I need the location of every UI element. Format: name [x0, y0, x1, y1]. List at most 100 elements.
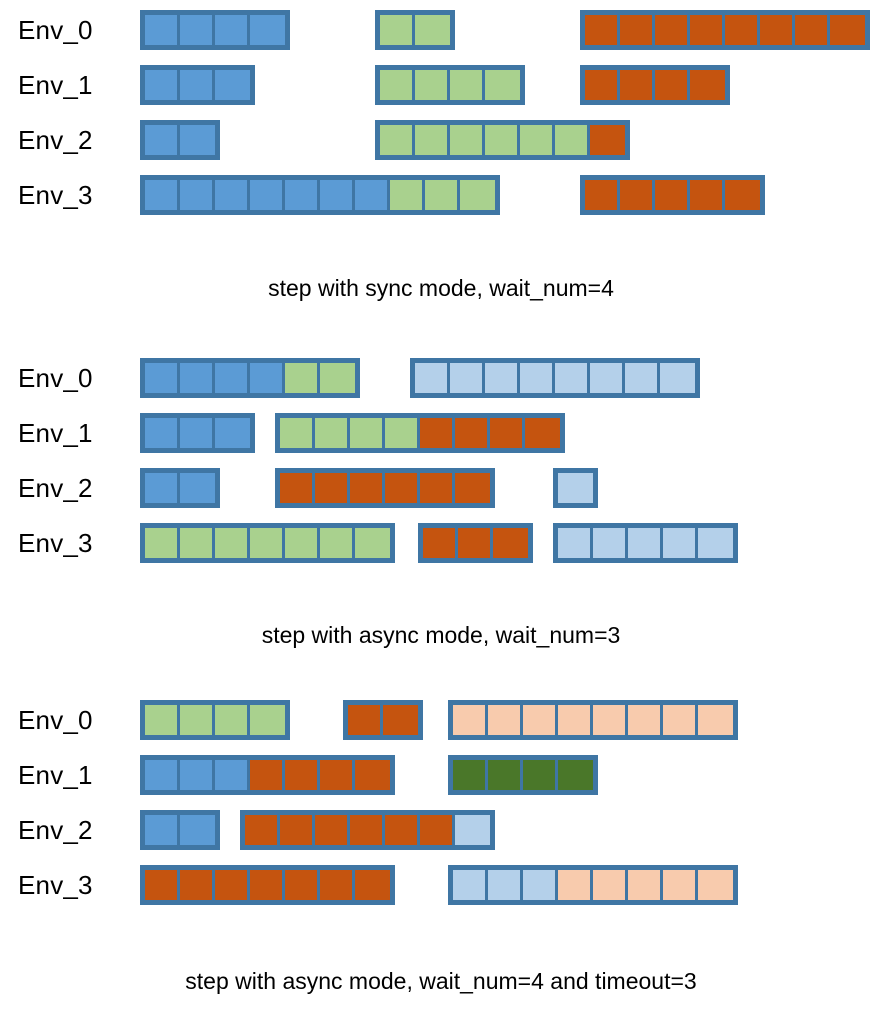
step-cell-blue	[145, 418, 180, 448]
step-cell-blue	[180, 15, 215, 45]
step-cell-dark-green	[488, 760, 523, 790]
step-cell-orange	[458, 528, 493, 558]
step-cell-orange	[655, 15, 690, 45]
step-cell-light-blue	[450, 363, 485, 393]
row-label: Env_0	[18, 15, 93, 45]
step-cell-green	[320, 528, 355, 558]
step-cell-orange	[620, 70, 655, 100]
step-cell-peach	[698, 870, 733, 900]
step-cell-orange	[350, 473, 385, 503]
step-cell-light-blue	[628, 528, 663, 558]
step-cell-peach	[593, 705, 628, 735]
step-cell-blue	[215, 70, 250, 100]
step-cell-green	[380, 15, 415, 45]
step-cell-orange	[315, 815, 350, 845]
step-cell-dark-green	[523, 760, 558, 790]
step-cell-orange	[385, 815, 420, 845]
step-cell-orange	[250, 760, 285, 790]
step-cell-orange	[348, 705, 383, 735]
step-block-group	[580, 175, 765, 215]
step-cell-orange	[215, 870, 250, 900]
step-cell-green	[450, 70, 485, 100]
step-block-group	[418, 523, 533, 563]
step-block-group	[140, 865, 395, 905]
step-cell-orange	[245, 815, 280, 845]
step-cell-orange	[285, 760, 320, 790]
timeline-row: Env_3	[0, 865, 882, 905]
step-cell-orange	[423, 528, 458, 558]
row-label: Env_2	[18, 473, 93, 503]
step-cell-orange	[525, 418, 560, 448]
step-cell-green	[145, 528, 180, 558]
step-cell-blue	[285, 180, 320, 210]
step-cell-green	[380, 70, 415, 100]
step-cell-orange	[280, 815, 315, 845]
step-cell-peach	[663, 705, 698, 735]
step-cell-light-blue	[660, 363, 695, 393]
step-cell-light-blue	[520, 363, 555, 393]
step-block-group	[275, 413, 565, 453]
step-cell-orange	[250, 870, 285, 900]
step-cell-dark-green	[558, 760, 593, 790]
timeline-row: Env_1	[0, 65, 882, 105]
step-cell-green	[315, 418, 350, 448]
step-cell-light-blue	[593, 528, 628, 558]
step-cell-green	[485, 125, 520, 155]
step-cell-orange	[620, 180, 655, 210]
step-block-group	[140, 358, 360, 398]
step-block-group	[375, 65, 525, 105]
step-cell-orange	[320, 870, 355, 900]
step-cell-blue	[180, 815, 215, 845]
step-cell-orange	[285, 870, 320, 900]
step-cell-peach	[453, 705, 488, 735]
step-cell-green	[415, 125, 450, 155]
step-cell-green	[450, 125, 485, 155]
step-cell-light-blue	[555, 363, 590, 393]
timeline-row: Env_0	[0, 10, 882, 50]
step-cell-blue	[145, 125, 180, 155]
step-cell-blue	[355, 180, 390, 210]
step-cell-blue	[180, 418, 215, 448]
step-cell-orange	[455, 418, 490, 448]
step-cell-orange	[420, 473, 455, 503]
step-cell-green	[180, 528, 215, 558]
step-cell-peach	[558, 870, 593, 900]
row-label: Env_1	[18, 760, 93, 790]
step-cell-green	[380, 125, 415, 155]
step-cell-green	[355, 528, 390, 558]
step-cell-blue	[145, 760, 180, 790]
step-cell-light-blue	[663, 528, 698, 558]
step-cell-blue	[180, 180, 215, 210]
row-label: Env_3	[18, 180, 93, 210]
step-block-group	[140, 755, 395, 795]
step-cell-orange	[180, 870, 215, 900]
step-cell-orange	[315, 473, 350, 503]
step-cell-peach	[523, 705, 558, 735]
step-block-group	[580, 65, 730, 105]
step-block-group	[343, 700, 423, 740]
step-block-group	[410, 358, 700, 398]
step-cell-green	[215, 528, 250, 558]
step-cell-blue	[145, 363, 180, 393]
step-cell-green	[285, 363, 320, 393]
step-block-group	[553, 523, 738, 563]
step-cell-orange	[420, 815, 455, 845]
step-block-group	[375, 120, 630, 160]
step-block-group	[275, 468, 495, 508]
step-cell-green	[460, 180, 495, 210]
row-label: Env_3	[18, 528, 93, 558]
step-cell-orange	[455, 473, 490, 503]
step-cell-light-blue	[698, 528, 733, 558]
step-cell-blue	[215, 418, 250, 448]
step-cell-orange	[355, 760, 390, 790]
step-block-group	[140, 10, 290, 50]
step-cell-peach	[593, 870, 628, 900]
step-cell-blue	[145, 473, 180, 503]
step-cell-peach	[558, 705, 593, 735]
step-block-group	[140, 810, 220, 850]
timeline-row: Env_3	[0, 175, 882, 215]
step-cell-peach	[698, 705, 733, 735]
step-cell-peach	[663, 870, 698, 900]
step-cell-green	[250, 528, 285, 558]
